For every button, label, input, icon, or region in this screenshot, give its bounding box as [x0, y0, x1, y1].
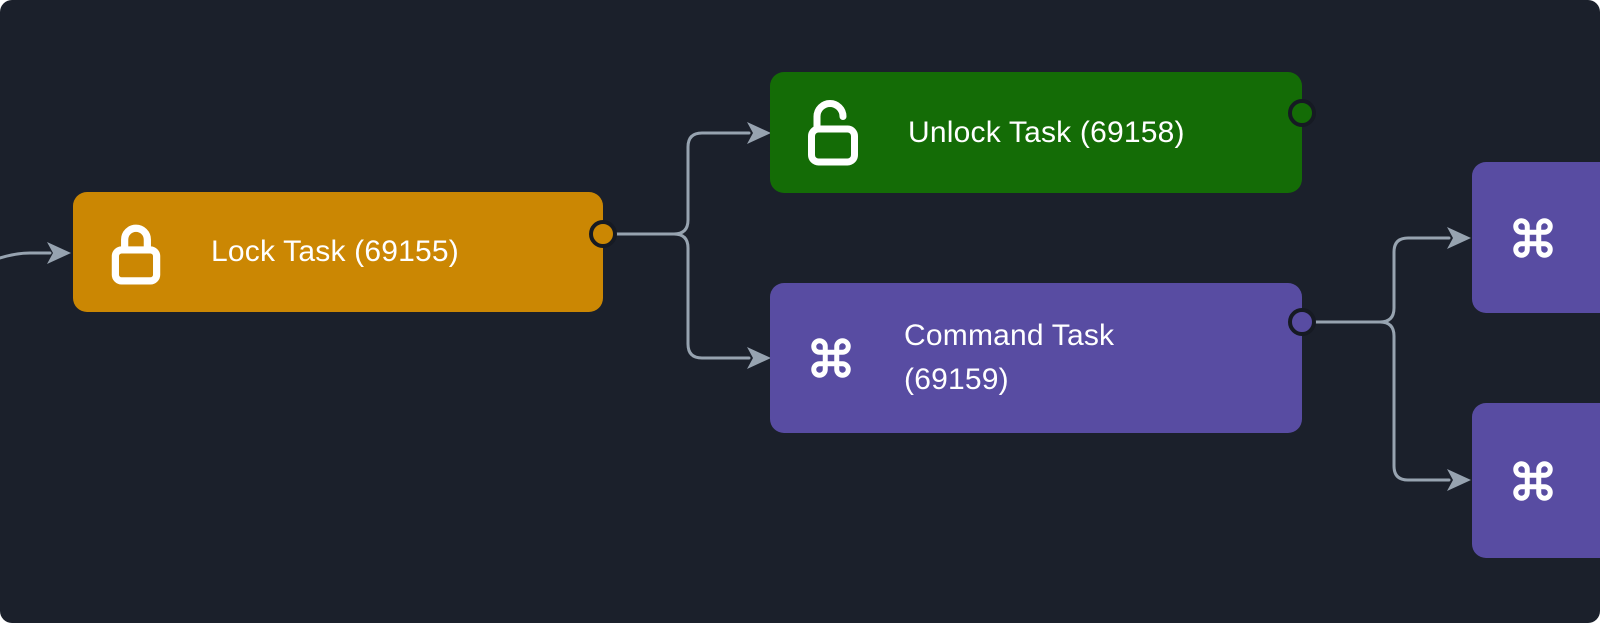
output-port[interactable]	[1288, 99, 1316, 127]
edge-lock-to-command[interactable]	[600, 232, 771, 369]
task-node-label: Unlock Task (69158)	[908, 115, 1185, 149]
edge-incoming-lock[interactable]	[0, 242, 71, 264]
edge-command-to-right-top[interactable]	[1296, 227, 1471, 324]
task-node-label: Command Task (69159)	[904, 319, 1115, 396]
command-icon	[1513, 460, 1553, 501]
output-port[interactable]	[1288, 308, 1316, 336]
arrowhead-icon	[747, 122, 771, 144]
edge-command-to-right-bottom[interactable]	[1296, 320, 1471, 491]
task-node-label: Lock Task (69155)	[211, 235, 459, 268]
task-node-command-69159[interactable]: Command Task (69159)	[770, 283, 1316, 433]
command-icon	[1513, 217, 1553, 258]
command-icon	[811, 338, 851, 378]
lock-closed-icon	[111, 224, 161, 285]
lock-open-icon	[808, 99, 858, 165]
task-node-lock-69155[interactable]: Lock Task (69155)	[73, 192, 617, 312]
edge-lock-to-unlock[interactable]	[600, 122, 771, 236]
arrowhead-icon	[747, 347, 771, 369]
task-node-command-right-top[interactable]	[1472, 162, 1600, 313]
arrowhead-icon	[1447, 227, 1471, 249]
task-node-command-right-bottom[interactable]	[1472, 403, 1600, 558]
task-node-unlock-69158[interactable]: Unlock Task (69158)	[770, 72, 1316, 193]
output-port[interactable]	[589, 220, 617, 248]
arrowhead-icon	[1447, 469, 1471, 491]
